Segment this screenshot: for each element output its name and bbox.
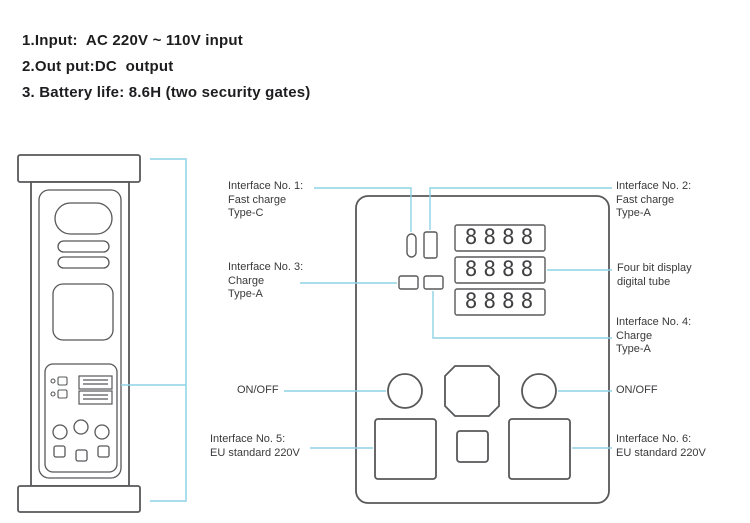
digital-tube-3: 8888	[464, 289, 540, 313]
type-c-port-1	[406, 233, 417, 258]
front-panel-diagram	[355, 195, 610, 504]
device-slot-strip	[57, 256, 110, 269]
type-a-port-3	[398, 275, 419, 290]
callout-interface-4: Interface No. 4: Charge Type-A	[616, 316, 691, 357]
device-display-window	[52, 283, 114, 341]
power-strip-side-view	[17, 154, 141, 513]
callout-line: ON/OFF	[616, 384, 658, 396]
device-switches	[78, 375, 113, 405]
device-top-cap	[17, 154, 141, 183]
octagon-element	[444, 365, 500, 417]
display-tube-box-1	[454, 224, 546, 252]
leader-interface-1	[314, 187, 412, 232]
spec-notes: 1.Input: AC 220V ~ 110V input 2.Out put:…	[22, 28, 311, 106]
display-tube-box-3	[454, 288, 546, 316]
device-bottom-cap	[17, 485, 141, 513]
callout-line: Interface No. 5:	[210, 433, 286, 445]
leader-interface-2	[429, 187, 612, 230]
callout-interface-5: Interface No. 5: EU standard 220V	[210, 433, 300, 460]
callout-line: EU standard 220V	[210, 446, 300, 459]
callout-line: Interface No. 2:	[616, 180, 692, 192]
note-battery-life: 3. Battery life: 8.6H (two security gate…	[22, 84, 311, 101]
display-tube-box-2	[454, 256, 546, 284]
callout-interface-1: Interface No. 1: Fast charge Type-C	[228, 180, 303, 221]
type-a-port-2	[423, 231, 438, 259]
callout-line: Interface No. 6:	[616, 433, 692, 445]
eu-socket-left	[374, 418, 437, 480]
note-input: 1.Input: AC 220V ~ 110V input	[22, 32, 243, 49]
onoff-button-left	[387, 373, 423, 409]
callout-interface-6: Interface No. 6: EU standard 220V	[616, 433, 706, 460]
onoff-button-right	[521, 373, 557, 409]
device-socket-holes	[52, 419, 110, 462]
zoom-bracket	[121, 158, 187, 502]
callout-interface-3: Interface No. 3: Charge Type-A	[228, 261, 303, 302]
callout-line: Charge	[616, 329, 653, 342]
callout-line: Type-A	[616, 343, 651, 355]
callout-line: digital tube	[617, 275, 671, 288]
callout-line: Interface No. 3:	[228, 261, 304, 273]
callout-onoff-left: ON/OFF	[237, 384, 279, 398]
callout-line: Four bit display	[617, 262, 692, 274]
digital-tube-2: 8888	[464, 257, 540, 281]
note-output: 2.Out put:DC output	[22, 58, 174, 75]
callout-line: Fast charge	[228, 193, 287, 206]
callout-line: Type-C	[228, 207, 264, 219]
device-indicator-icon	[50, 376, 68, 399]
device-slot-strip	[57, 240, 110, 253]
callout-line: Charge	[228, 274, 265, 287]
callout-line: Type-A	[616, 207, 651, 219]
type-a-port-4	[423, 275, 444, 290]
callout-onoff-right: ON/OFF	[616, 384, 658, 398]
callout-line: ON/OFF	[237, 384, 279, 396]
callout-line: Fast charge	[616, 193, 675, 206]
callout-line: Interface No. 4:	[616, 316, 692, 328]
callout-interface-2: Interface No. 2: Fast charge Type-A	[616, 180, 691, 221]
callout-line: EU standard 220V	[616, 446, 706, 459]
callout-display-tube: Four bit display digital tube	[617, 262, 692, 289]
device-top-slot	[54, 202, 113, 235]
leader-lines	[284, 187, 612, 449]
leader-interface-4	[432, 291, 612, 339]
callout-line: Interface No. 1:	[228, 180, 304, 192]
digital-tube-1: 8888	[464, 225, 540, 249]
center-small-square	[456, 430, 489, 463]
eu-socket-right	[508, 418, 571, 480]
callout-line: Type-A	[228, 288, 263, 300]
